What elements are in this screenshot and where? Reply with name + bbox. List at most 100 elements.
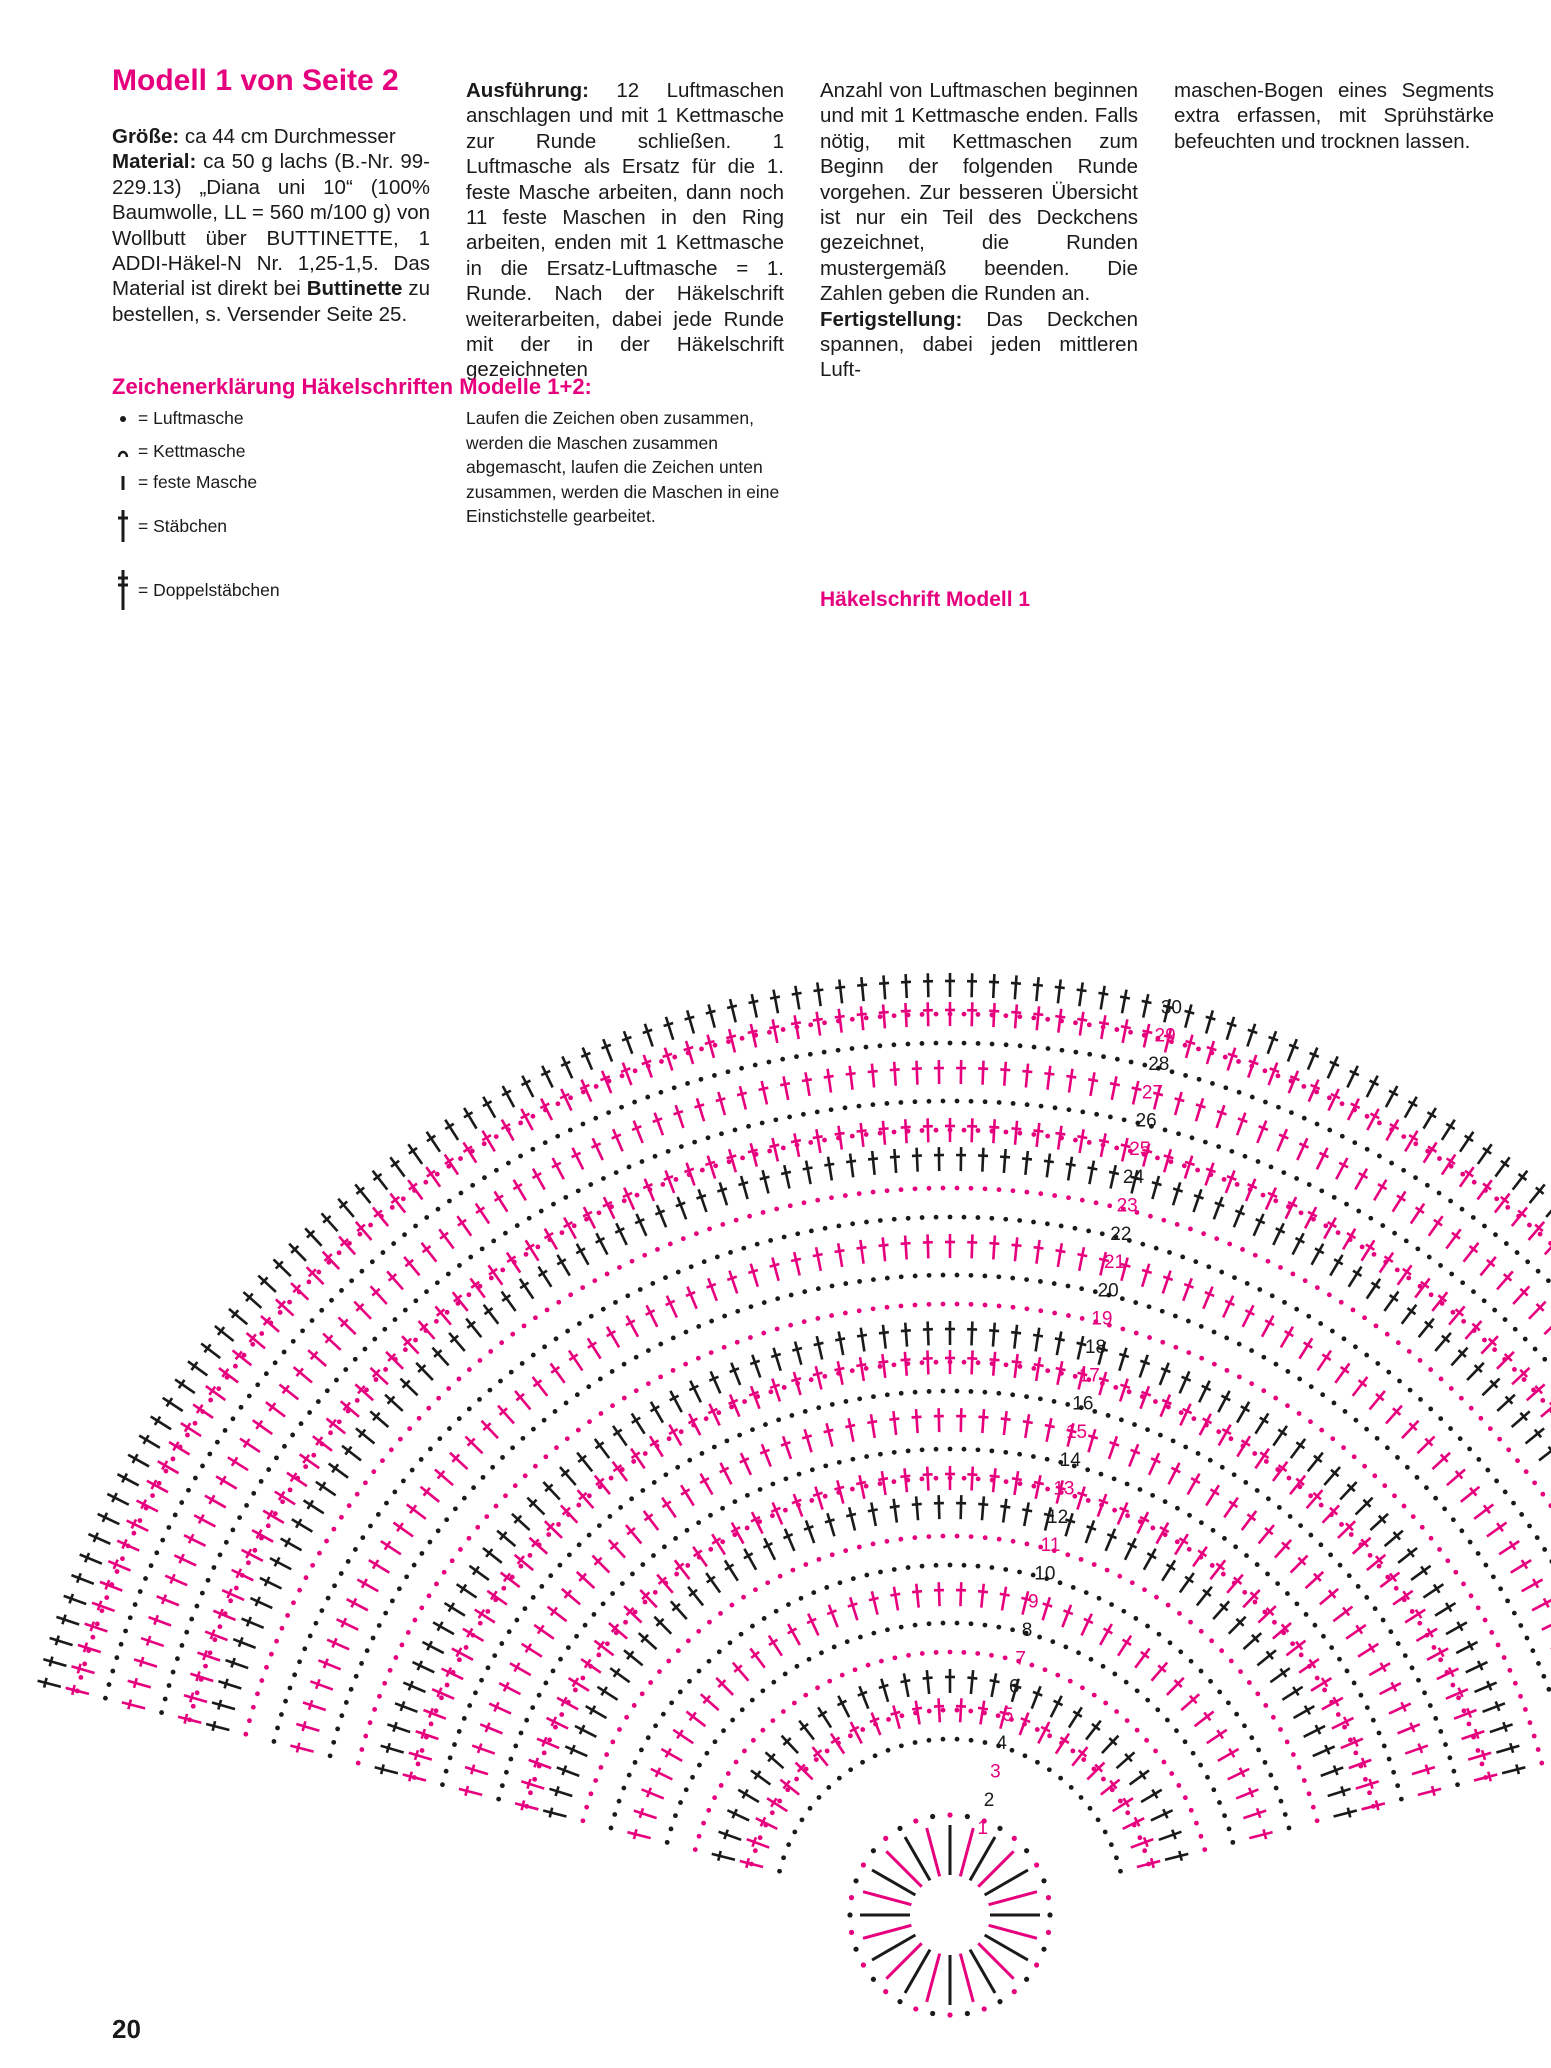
chain-stitch [1377, 1731, 1382, 1736]
chain-stitch [713, 1739, 718, 1744]
chain-stitch [807, 1657, 812, 1662]
chain-stitch [1460, 1172, 1465, 1177]
chain-stitch [1223, 1085, 1228, 1090]
stitch-crossbar [190, 1693, 193, 1703]
chain-stitch [676, 1648, 681, 1653]
double-crochet-stitch [1037, 1006, 1039, 1030]
chain-stitch [941, 1621, 946, 1626]
chain-stitch [969, 1186, 974, 1191]
chain-stitch [920, 1012, 925, 1017]
chain-stitch [1122, 1117, 1127, 1122]
chain-stitch [1025, 1102, 1030, 1107]
chain-stitch [1003, 1450, 1008, 1455]
chain-stitch [1087, 1140, 1092, 1145]
double-crochet-stitch [1159, 1832, 1182, 1840]
double-crochet-stitch [883, 1237, 885, 1261]
chain-stitch [349, 1278, 354, 1283]
chain-stitch [1364, 1595, 1369, 1600]
double-crochet-stitch [1089, 1161, 1093, 1185]
double-crochet-stitch [1336, 1158, 1347, 1179]
double-crochet-stitch [1129, 1444, 1138, 1466]
chain-stitch [1038, 1279, 1043, 1284]
double-crochet-stitch [586, 1706, 607, 1718]
chain-stitch [745, 1493, 750, 1498]
double-crochet-stitch [1036, 1357, 1040, 1381]
chain-stitch [424, 1215, 429, 1220]
chain-stitch [658, 1342, 663, 1347]
stitch-crossbar [824, 1076, 834, 1077]
chain-stitch [653, 1154, 658, 1159]
chain-stitch [1103, 1830, 1108, 1835]
chain-stitch [1381, 1618, 1386, 1623]
stitch-crossbar [1087, 1526, 1096, 1529]
chain-stitch [576, 1428, 581, 1433]
chain-stitch [864, 1573, 869, 1578]
stitch-crossbar [901, 1330, 911, 1331]
double-crochet-stitch [50, 1638, 73, 1645]
stitch-crossbar [846, 1161, 856, 1162]
chain-stitch [965, 2011, 970, 2016]
chain-stitch [133, 1602, 138, 1607]
double-crochet-stitch [1282, 1687, 1302, 1700]
chain-stitch [1282, 1300, 1287, 1305]
chain-stitch [1125, 1513, 1130, 1518]
chain-stitch [224, 1540, 229, 1545]
stitch-crossbar [848, 1603, 858, 1606]
double-crochet-stitch [894, 1062, 896, 1086]
chain-stitch [899, 1391, 904, 1396]
double-crochet-stitch [303, 1703, 326, 1710]
round-number-label: 15 [1066, 1422, 1087, 1443]
chain-stitch [1288, 1514, 1293, 1519]
double-crochet-stitch [992, 1673, 996, 1697]
chain-stitch [672, 1085, 677, 1090]
stitch-crossbar [247, 1617, 251, 1626]
chain-stitch [1118, 1869, 1123, 1874]
round-number-label: 11 [1041, 1535, 1061, 1556]
double-crochet-stitch [1051, 1696, 1062, 1717]
stitch-crossbar [686, 1292, 695, 1296]
chain-stitch [934, 1563, 939, 1568]
chain-stitch [1340, 1101, 1345, 1106]
chain-stitch [760, 1728, 765, 1733]
stitch-crossbar [663, 1054, 672, 1057]
chain-stitch [530, 1705, 535, 1710]
chain-stitch [1315, 1676, 1320, 1681]
chain-stitch [836, 1048, 841, 1053]
chain-stitch [618, 1505, 623, 1510]
double-crochet-stitch [783, 1436, 791, 1459]
double-crochet-stitch [699, 1189, 707, 1212]
chain-stitch [720, 1222, 725, 1227]
chain-stitch [692, 1140, 697, 1145]
chain-stitch [1461, 1582, 1466, 1587]
double-crochet-stitch [828, 1069, 831, 1093]
double-crochet-stitch [960, 1582, 961, 1606]
chain-stitch [962, 1476, 967, 1481]
double-crochet-stitch [562, 1056, 572, 1078]
chain-stitch [934, 1128, 939, 1133]
chain-stitch [1318, 1321, 1323, 1326]
chain-stitch [1297, 1411, 1302, 1416]
double-crochet-stitch [1348, 1099, 1359, 1120]
double-crochet-stitch [850, 1597, 857, 1620]
double-crochet-stitch [1100, 1624, 1112, 1645]
chain-stitch [1318, 1542, 1323, 1547]
chain-stitch [674, 1177, 679, 1182]
chain-stitch [1050, 1639, 1055, 1644]
chain-stitch [1183, 1795, 1188, 1800]
chain-stitch [1229, 1149, 1234, 1154]
chain-stitch [1188, 1620, 1193, 1625]
double-crochet-stitch [774, 1348, 781, 1371]
chain-stitch [1372, 1473, 1377, 1478]
chain-stitch [1256, 1748, 1261, 1753]
double-crochet-stitch [827, 1423, 833, 1446]
chain-stitch [934, 1041, 939, 1046]
double-crochet-stitch [928, 1321, 929, 1345]
stitch-crossbar [727, 1277, 736, 1280]
chain-stitch [171, 1670, 176, 1675]
chain-stitch [237, 1515, 242, 1520]
chain-stitch [1546, 1278, 1551, 1283]
double-crochet-stitch [260, 1578, 282, 1589]
double-crochet-stitch [1277, 1129, 1286, 1151]
chain-stitch [1073, 1020, 1078, 1025]
double-crochet-stitch [1405, 1610, 1425, 1623]
